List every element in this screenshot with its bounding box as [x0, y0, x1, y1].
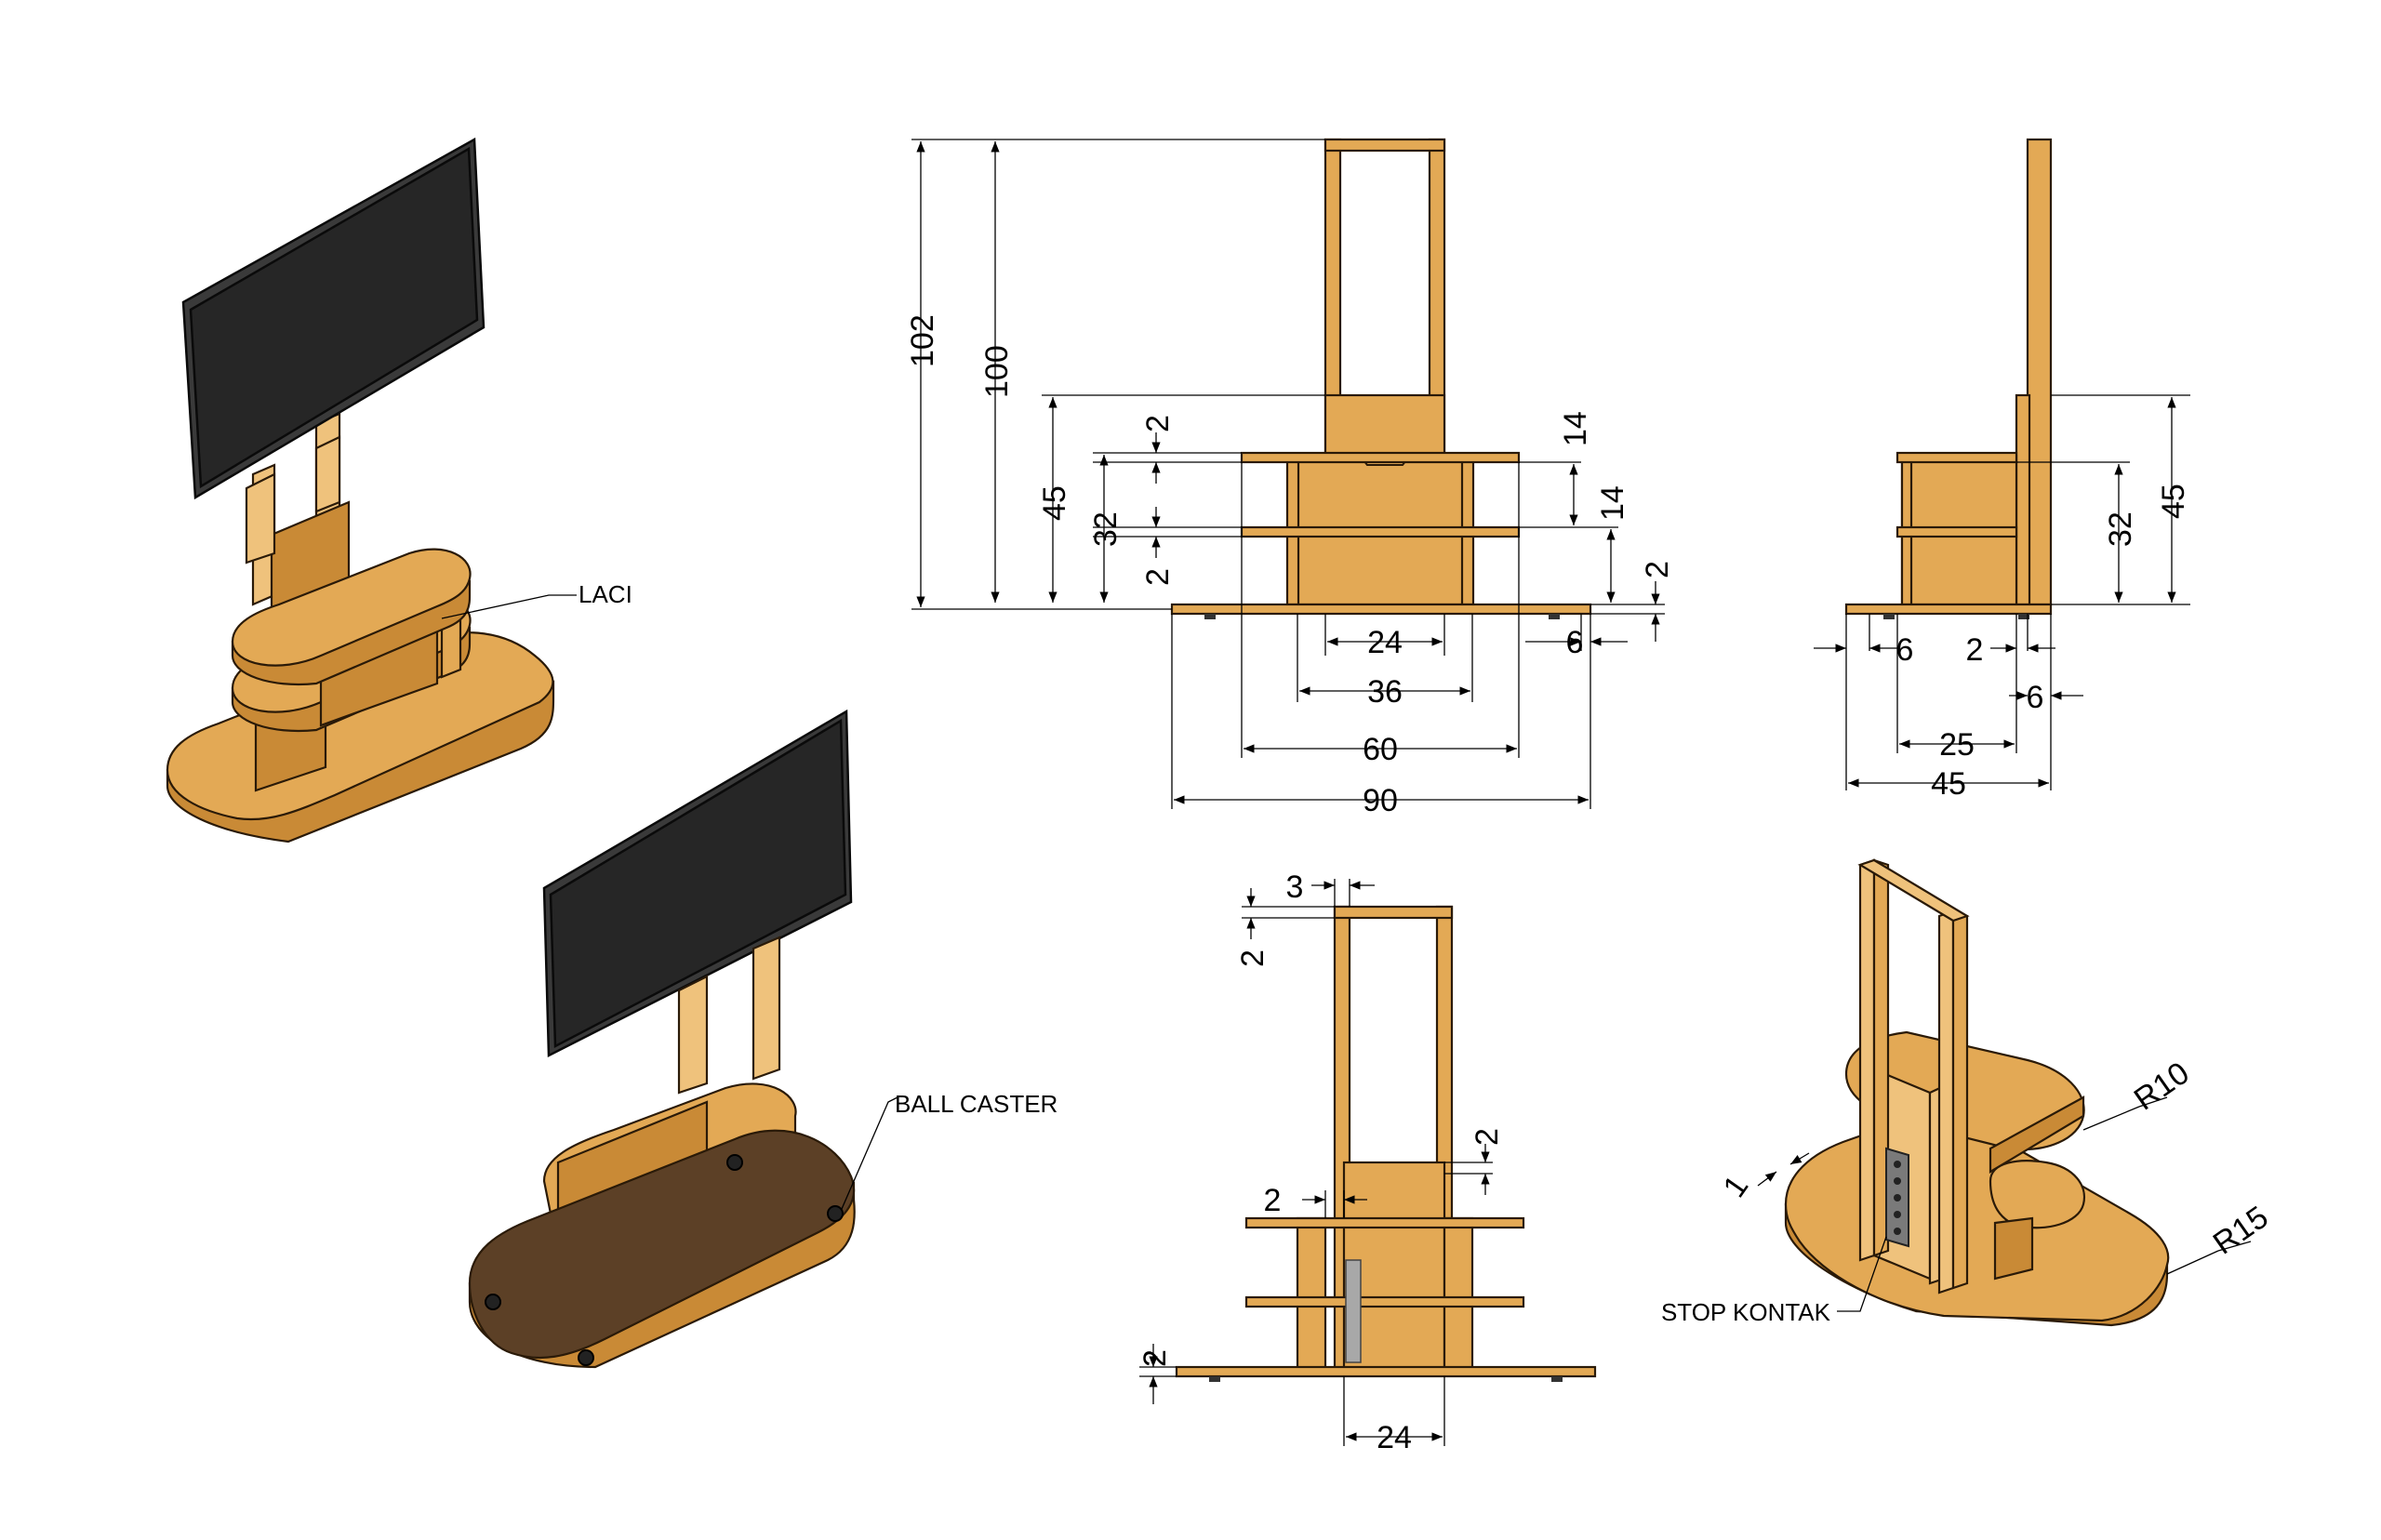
dim-shelf-span: 32	[1088, 511, 1124, 547]
side-view-dimensions: 32 45 6 2 6 25 45	[1814, 394, 2191, 802]
dim-side-shelf-depth: 25	[1939, 727, 1975, 763]
dim-side-post-gap: 2	[1966, 632, 1984, 668]
dim-panel-height: 45	[1037, 485, 1072, 521]
dim-base-width: 90	[1363, 783, 1398, 818]
dim-base-edge: 6	[1566, 625, 1584, 660]
back-view	[1175, 905, 1597, 1382]
side-view	[1844, 138, 2053, 619]
drawer-callout: LACI	[441, 580, 632, 619]
dim-side-base-depth: 45	[1931, 766, 1966, 802]
dim-back-side-gap: 2	[1264, 1183, 1282, 1218]
isometric-view-front	[166, 137, 555, 843]
dim-panel-width: 36	[1367, 674, 1403, 710]
dim-back-panel-gap: 2	[1470, 1128, 1505, 1146]
dim-iso-edge: 1	[1716, 1169, 1755, 1203]
dim-back-top-gap: 2	[1235, 949, 1270, 967]
dim-lower-overhang: 14	[1595, 485, 1630, 521]
dim-side-shelf-span: 32	[2103, 511, 2138, 547]
dim-side-shelf-front: 6	[1896, 632, 1914, 668]
drawer-label: LACI	[579, 580, 632, 608]
caster-label: BALL CASTER	[895, 1090, 1057, 1118]
socket-label: STOP KONTAK	[1661, 1298, 1831, 1326]
back-view-dimensions: 3 2 2 2 2 24	[1137, 870, 1505, 1455]
dim-back-post-thickness: 3	[1286, 870, 1304, 905]
caster-callout: BALL CASTER	[841, 1090, 1057, 1210]
dim-overall-height: 102	[905, 314, 940, 367]
dim-inner-width: 24	[1367, 625, 1403, 660]
dim-shelf-width: 60	[1363, 732, 1398, 767]
dim-radius-top: R10	[2128, 1055, 2196, 1118]
isometric-view-rear	[1784, 858, 2170, 1327]
dim-base-thickness: 2	[1640, 561, 1675, 578]
dim-side-height: 45	[2156, 484, 2191, 519]
dim-bottom-gap: 2	[1140, 568, 1176, 586]
dim-frame-height: 100	[979, 345, 1015, 398]
dim-side-rear-offset: 6	[2027, 680, 2044, 715]
dim-top-overhang: 14	[1558, 411, 1593, 446]
dim-back-inner-width: 24	[1377, 1420, 1412, 1455]
dim-top-gap: 2	[1140, 415, 1176, 432]
dim-back-base-gap: 2	[1137, 1349, 1173, 1367]
dim-radius-base: R15	[2207, 1200, 2275, 1262]
isometric-view-underside	[468, 709, 856, 1369]
socket-callout: STOP KONTAK	[1661, 1236, 1887, 1326]
front-view-dimensions: 102 100 45 32 2 2 14 14 2	[905, 139, 1675, 818]
front-view	[1170, 138, 1592, 619]
